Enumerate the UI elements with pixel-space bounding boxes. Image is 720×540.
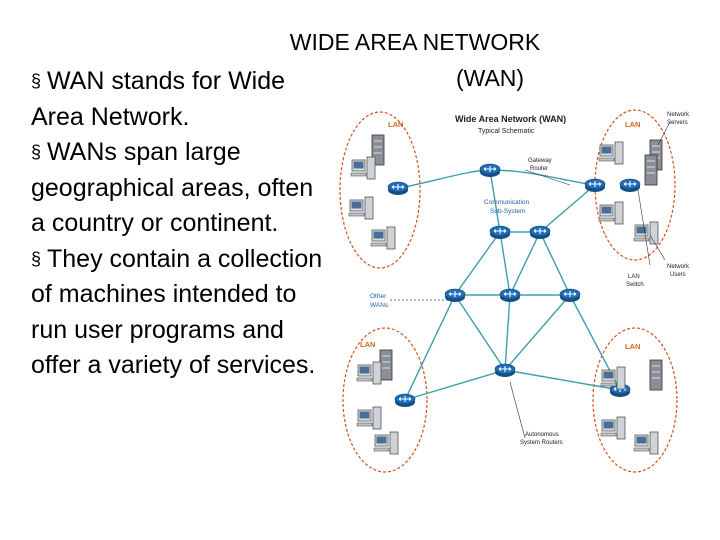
router-icon: [529, 225, 551, 240]
computer-icon: [350, 156, 376, 180]
computer-icon: [598, 141, 624, 165]
bullet-marker: §: [31, 142, 42, 162]
computer-icon: [356, 406, 382, 430]
lan-switch-icon: [619, 178, 641, 193]
server-icon: [379, 349, 393, 381]
diagram-title: Wide Area Network (WAN): [455, 114, 566, 124]
lan-circle-top-right: [594, 109, 676, 261]
gateway-router-icon: [387, 181, 409, 196]
router-icon: [489, 225, 511, 240]
lan-circle-top-left: [339, 111, 421, 269]
router-icon: [444, 288, 466, 303]
wan-diagram-svg: Wide Area Network (WAN) Typical Schemati…: [339, 109, 690, 473]
wan-diagram: Wide Area Network (WAN) Typical Schemati…: [330, 100, 715, 500]
computer-icon: [633, 431, 659, 455]
computer-icon: [598, 201, 624, 225]
lan-circle-bottom-right: [592, 327, 678, 473]
computer-icon: [348, 196, 374, 220]
router-icon: [494, 363, 516, 378]
computer-icon: [370, 226, 396, 250]
other-wans-label-2: WANs: [370, 302, 389, 309]
router-icon: [559, 288, 581, 303]
computer-icon: [600, 366, 626, 390]
bullet-3-line-2: of machines intended to: [31, 280, 297, 308]
network-servers-label-2: Servers: [667, 120, 688, 126]
title-line-1: WIDE AREA NETWORK: [289, 29, 541, 55]
computer-icon: [356, 361, 382, 385]
as-routers-label-1: Autonomous: [525, 432, 559, 438]
network-servers-label-1: Network: [667, 112, 690, 118]
bullet-2-line-3: a country or continent.: [31, 209, 279, 237]
other-wans-label-1: Other: [370, 293, 387, 300]
slide-title: WIDE AREA NETWORK (WAN): [250, 24, 580, 96]
as-routers-label-2: System Routers: [520, 440, 563, 446]
lan-label: LAN: [360, 340, 375, 349]
bullet-list: §WAN stands for Wide Area Network. §WANs…: [31, 64, 391, 384]
bullet-3-line-1: They contain a collection: [47, 244, 323, 273]
server-icon: [644, 154, 658, 186]
comm-subsystem-label-1: Communication: [484, 199, 530, 206]
gateway-router-icon: [394, 393, 416, 408]
lan-label: LAN: [625, 120, 640, 129]
network-users-label-2: Users: [670, 272, 686, 278]
gateway-router-label-1: Gateway: [528, 158, 552, 164]
lan-switch-label-1: LAN: [628, 274, 640, 280]
router-icon: [479, 163, 501, 178]
router-icon: [499, 288, 521, 303]
lan-circle-bottom-left: [342, 327, 428, 473]
bullet-1-line-1: WAN stands for Wide: [47, 67, 286, 95]
callout-lines: [509, 121, 671, 439]
lan-switch-label-2: Switch: [626, 282, 644, 288]
bullet-item-3: §They contain a collection of machines i…: [31, 242, 391, 384]
title-line-2: (WAN): [455, 65, 525, 91]
gateway-router-label-2: Router: [530, 166, 548, 172]
bullet-2-line-1: WANs span large: [47, 138, 241, 166]
bullet-2-line-2: geographical areas, often: [31, 173, 314, 202]
bullet-marker: §: [31, 248, 42, 269]
server-icon: [649, 359, 663, 391]
lan-label: LAN: [625, 342, 640, 351]
bullet-item-1: §WAN stands for Wide Area Network.: [31, 64, 391, 135]
computer-icon: [600, 416, 626, 440]
network-users-label-1: Network: [667, 264, 690, 270]
comm-subsystem-label-2: Sub-System: [490, 208, 525, 215]
bullet-3-line-3: run user programs and: [31, 315, 284, 344]
diagram-subtitle: Typical Schematic: [478, 128, 535, 135]
bullet-marker: §: [31, 71, 42, 91]
bullet-item-2: §WANs span large geographical areas, oft…: [31, 135, 391, 242]
bullet-1-line-2: Area Network.: [31, 102, 190, 131]
bullet-3-line-4: offer a variety of services.: [31, 351, 316, 379]
computer-icon: [373, 431, 399, 455]
lan-label: LAN: [388, 120, 403, 129]
gateway-router-icon: [584, 178, 606, 193]
